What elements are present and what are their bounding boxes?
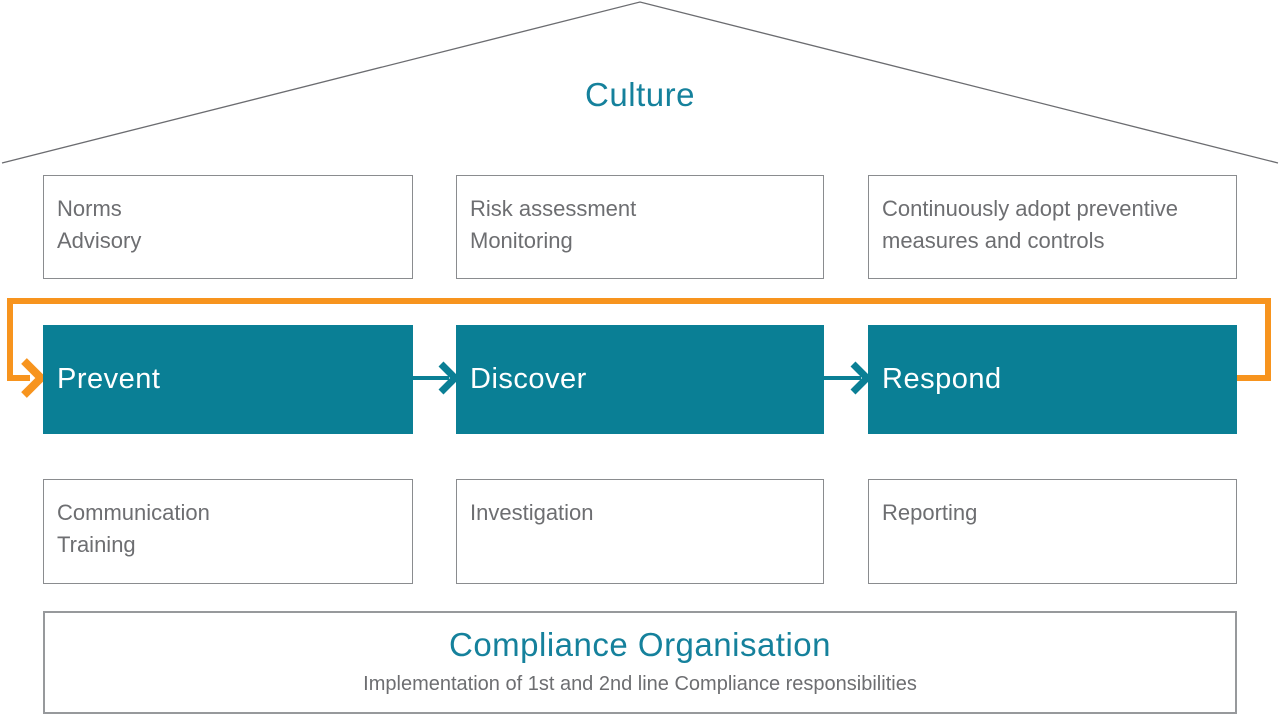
respond-label: Respond bbox=[882, 363, 1002, 395]
preventive-measures-line-1: Continuously adopt preventive bbox=[882, 196, 1178, 221]
risk-assessment-monitoring-box: Risk assessment Monitoring bbox=[456, 175, 824, 279]
communication-training-box: Communication Training bbox=[43, 479, 413, 584]
investigation-line-1: Investigation bbox=[470, 500, 594, 525]
culture-label: Culture bbox=[585, 76, 695, 113]
investigation-box: Investigation bbox=[456, 479, 824, 584]
prevent-label: Prevent bbox=[57, 363, 161, 395]
feedback-loop-arrowhead-icon bbox=[21, 358, 47, 398]
reporting-line-1: Reporting bbox=[882, 500, 978, 525]
compliance-organisation-title: Compliance Organisation bbox=[448, 626, 832, 663]
compliance-organisation-box: Compliance Organisation Implementation o… bbox=[43, 611, 1237, 714]
respond-box: Respond bbox=[868, 325, 1237, 434]
reporting-box: Reporting bbox=[868, 479, 1237, 584]
risk-assessment-line-1: Risk assessment bbox=[470, 196, 637, 221]
norms-advisory-line-2: Advisory bbox=[57, 228, 142, 253]
norms-advisory-box: Norms Advisory bbox=[43, 175, 413, 279]
compliance-organisation-subtitle: Implementation of 1st and 2nd line Compl… bbox=[363, 673, 917, 695]
preventive-measures-box: Continuously adopt preventive measures a… bbox=[868, 175, 1237, 279]
discover-to-respond-arrowhead-icon bbox=[850, 361, 872, 395]
norms-advisory-line-1: Norms bbox=[57, 196, 122, 221]
prevent-box: Prevent bbox=[43, 325, 413, 434]
discover-box: Discover bbox=[456, 325, 824, 434]
discover-label: Discover bbox=[470, 363, 587, 395]
preventive-measures-line-2: measures and controls bbox=[882, 228, 1105, 253]
communication-training-line-2: Training bbox=[57, 532, 136, 557]
prevent-to-discover-arrowhead-icon bbox=[438, 361, 460, 395]
communication-training-line-1: Communication bbox=[57, 500, 210, 525]
risk-assessment-line-2: Monitoring bbox=[470, 228, 573, 253]
